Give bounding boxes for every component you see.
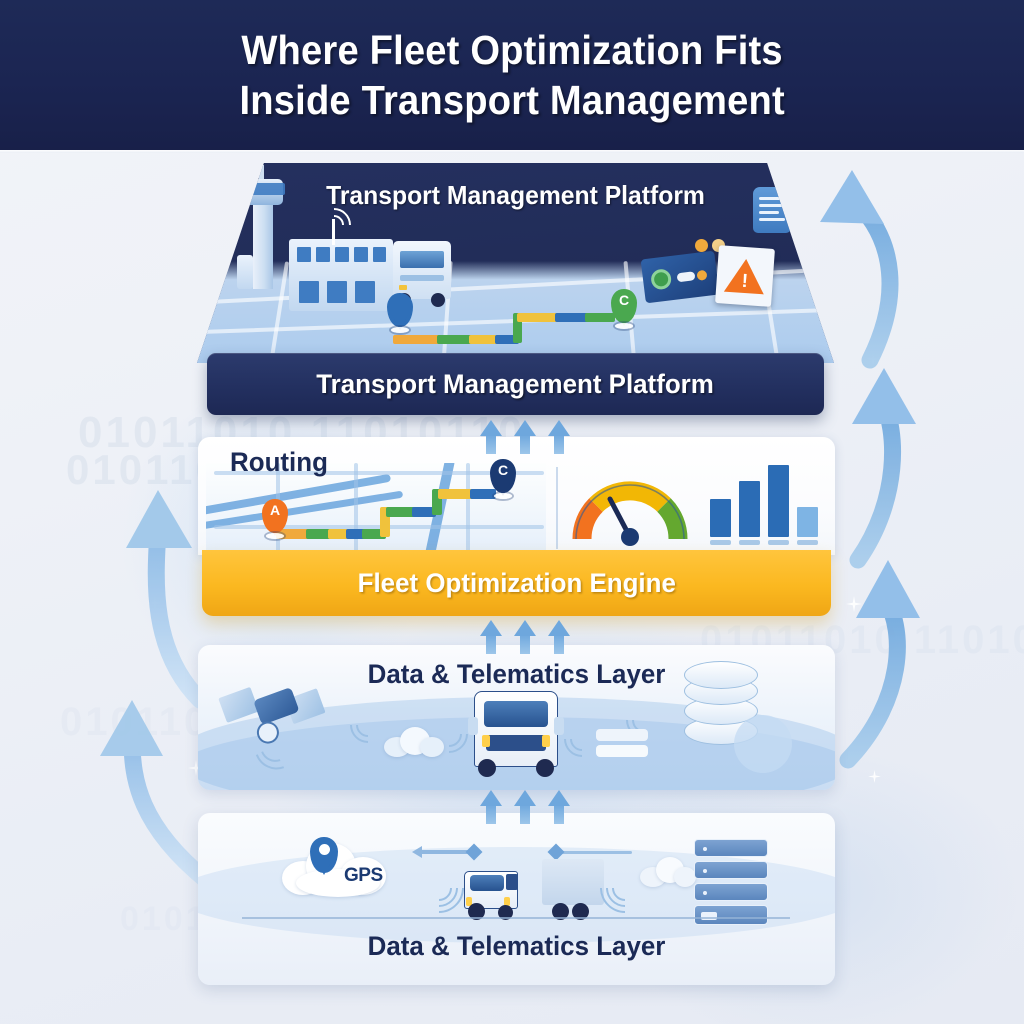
route-path bbox=[393, 291, 693, 351]
map-pin-c-letter: C bbox=[497, 462, 509, 478]
truck-icon bbox=[460, 853, 604, 923]
flow-stub-arrow bbox=[514, 420, 536, 454]
flow-stub-arrow bbox=[480, 420, 502, 454]
foe-label: Fleet Optimization Engine bbox=[357, 567, 676, 598]
tmp-label: Transport Management Platform bbox=[316, 368, 715, 399]
arrows-exchange-icon bbox=[412, 843, 484, 861]
flow-stub-arrow bbox=[514, 620, 536, 654]
dtl1-title: Data & Telematics Layer bbox=[367, 659, 666, 689]
page-title-line-2: Inside Transport Management bbox=[239, 77, 785, 123]
tmp-label-bar[interactable]: Transport Management Platform bbox=[207, 353, 824, 415]
layer-data-telematics-bottom[interactable]: GPS bbox=[198, 813, 835, 985]
truck-icon bbox=[393, 241, 457, 313]
chart-bar bbox=[710, 499, 731, 537]
signal-waves-icon bbox=[247, 718, 306, 777]
warehouse-icon bbox=[289, 239, 393, 311]
layer-data-telematics-upper[interactable]: Data & Telematics Layer bbox=[198, 645, 835, 790]
map-pin-a-base bbox=[266, 533, 284, 539]
header-underline bbox=[0, 150, 1024, 153]
page-header: Where Fleet Optimization Fits Inside Tra… bbox=[0, 0, 1024, 150]
page-title-line-1: Where Fleet Optimization Fits bbox=[241, 26, 783, 73]
right-curved-arrow-bottom bbox=[839, 560, 920, 769]
van-icon bbox=[468, 691, 564, 785]
flow-stub-arrow bbox=[548, 420, 570, 454]
cloud-icon bbox=[640, 855, 698, 887]
layer-fleet-optimization-engine[interactable]: Routing A C bbox=[198, 437, 835, 617]
alert-triangle-icon: ! bbox=[723, 257, 767, 295]
foe-card: Routing A C bbox=[198, 437, 835, 555]
left-curved-arrow-bottom bbox=[100, 700, 215, 889]
arrows-exchange-icon-2 bbox=[547, 843, 634, 861]
foe-route-path bbox=[276, 485, 536, 547]
cloud-icon bbox=[384, 723, 446, 757]
flow-stub-arrow bbox=[514, 790, 536, 824]
gauge-icon bbox=[570, 467, 690, 547]
cargo-icon bbox=[596, 729, 648, 765]
map-pin-base bbox=[391, 327, 409, 333]
map-pin-c-base bbox=[494, 493, 512, 499]
map-pin-c-icon[interactable]: C bbox=[490, 459, 516, 493]
gps-cloud-icon: GPS bbox=[282, 835, 400, 901]
flow-stub-arrow bbox=[480, 620, 502, 654]
map-pin-destination-icon[interactable]: C bbox=[611, 289, 637, 323]
tmp-inner-title: Transport Management Platform bbox=[326, 180, 705, 210]
flow-stub-arrow bbox=[548, 790, 570, 824]
cloud-badge-icon bbox=[734, 715, 792, 773]
chart-bar bbox=[739, 481, 760, 537]
map-pin-icon[interactable] bbox=[387, 293, 413, 327]
alert-card: ! bbox=[715, 245, 775, 307]
flow-stub-arrow bbox=[548, 620, 570, 654]
map-pin-letter: C bbox=[618, 292, 630, 308]
chart-bar bbox=[797, 507, 818, 537]
tmp-slab: Transport Management Platform bbox=[197, 163, 834, 363]
map-pin-icon bbox=[310, 837, 338, 873]
dtl2-divider bbox=[242, 917, 790, 919]
foe-label-bar[interactable]: Fleet Optimization Engine bbox=[202, 550, 831, 616]
wifi-antenna-icon bbox=[309, 200, 359, 250]
chart-bar bbox=[768, 465, 789, 537]
layer-transport-management-platform[interactable]: Transport Management Platform bbox=[197, 163, 834, 418]
sparkle-icon bbox=[846, 596, 862, 612]
foe-routing-label: Routing bbox=[230, 447, 328, 477]
sparkle-icon bbox=[868, 770, 881, 783]
foe-divider bbox=[556, 467, 558, 549]
map-pin-a-letter: A bbox=[269, 502, 281, 518]
map-pin-base bbox=[615, 323, 633, 329]
dtl2-card: GPS bbox=[198, 813, 835, 985]
map-pin-a-icon[interactable]: A bbox=[262, 499, 288, 533]
bar-chart-icon bbox=[708, 465, 820, 549]
dtl1-card: Data & Telematics Layer bbox=[198, 645, 835, 790]
right-curved-arrow-middle bbox=[849, 368, 916, 569]
gps-label: GPS bbox=[344, 865, 383, 886]
alert-exclamation-icon: ! bbox=[740, 270, 749, 293]
dtl2-label: Data & Telematics Layer bbox=[367, 931, 666, 961]
left-curved-arrow-top bbox=[126, 490, 209, 709]
flow-stub-arrow bbox=[480, 790, 502, 824]
sparkle-icon bbox=[866, 352, 880, 366]
server-rack-icon bbox=[694, 839, 768, 927]
sparkle-icon bbox=[148, 596, 162, 610]
